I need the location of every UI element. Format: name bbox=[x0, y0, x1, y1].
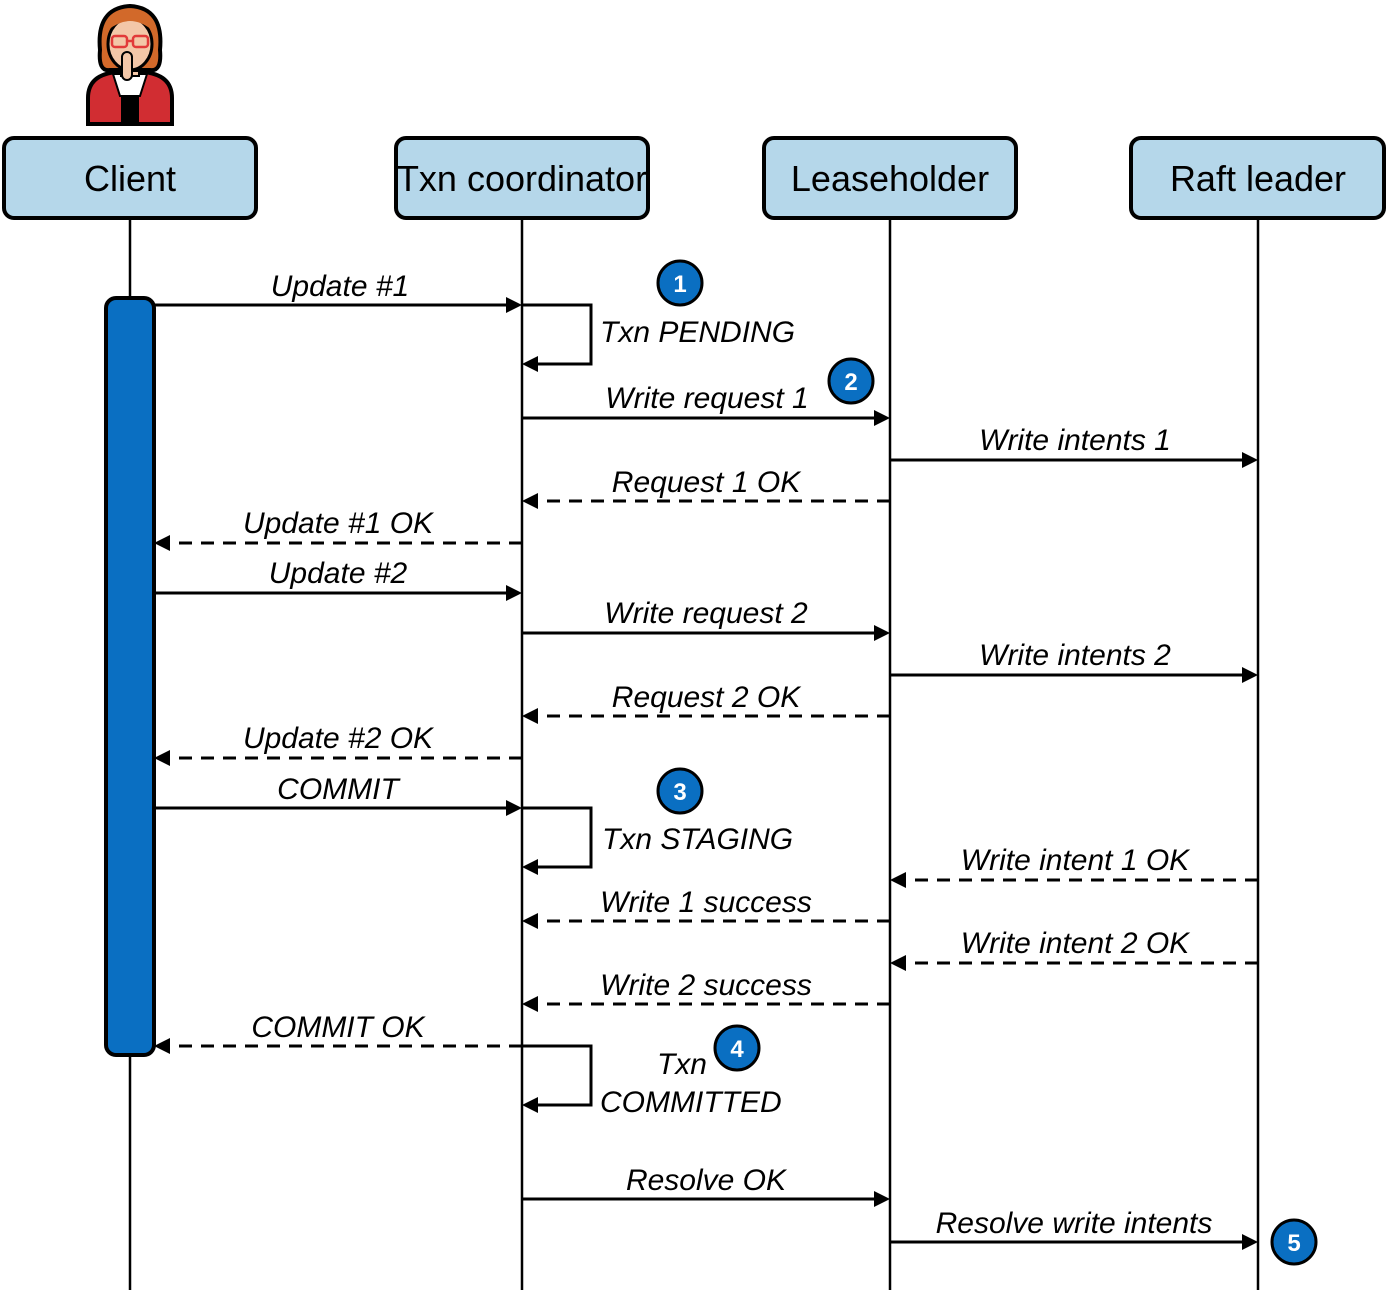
message-update-2: Update #2 bbox=[154, 557, 522, 601]
svg-text:2: 2 bbox=[844, 369, 857, 396]
message-label: Request 1 OK bbox=[612, 466, 802, 499]
message-write-request-1: Write request 1 bbox=[522, 382, 890, 426]
self-loop-label: Txn STAGING bbox=[602, 823, 793, 856]
message-label: Write 2 success bbox=[600, 969, 812, 1002]
participant-label-leaseholder: Leaseholder bbox=[791, 158, 989, 199]
client-activation-bar bbox=[104, 296, 156, 1057]
message-label: Update #2 bbox=[269, 557, 408, 590]
message-label: Write intent 2 OK bbox=[961, 927, 1191, 960]
message-write-request-2: Write request 2 bbox=[522, 597, 890, 641]
message-label: Write 1 success bbox=[600, 886, 812, 919]
step-badge-5: 5 bbox=[1270, 1218, 1318, 1266]
step-badge-1: 1 bbox=[656, 259, 704, 307]
message-label: Resolve OK bbox=[626, 1164, 788, 1197]
message-label: Write intents 2 bbox=[979, 639, 1171, 672]
message-commit: COMMIT bbox=[154, 773, 522, 816]
message-commit-ok: COMMIT OK bbox=[154, 1011, 522, 1054]
message-label: COMMIT bbox=[277, 773, 401, 806]
message-write-intents-2: Write intents 2 bbox=[890, 639, 1258, 683]
message-update-1: Update #1 bbox=[154, 270, 522, 313]
step-badge-3: 3 bbox=[656, 767, 704, 815]
svg-text:5: 5 bbox=[1287, 1230, 1300, 1257]
participant-client: Client bbox=[2, 136, 258, 220]
self-loop-label: Txn PENDING bbox=[600, 316, 795, 349]
participant-label-client: Client bbox=[84, 158, 176, 199]
message-label: Request 2 OK bbox=[612, 681, 802, 714]
self-loop-label-line-2: COMMITTED bbox=[600, 1086, 782, 1119]
svg-text:3: 3 bbox=[673, 779, 686, 806]
svg-text:1: 1 bbox=[673, 271, 686, 298]
message-write-intent-1-ok: Write intent 1 OK bbox=[890, 844, 1258, 888]
message-label: COMMIT OK bbox=[251, 1011, 426, 1044]
message-resolve-ok: Resolve OK bbox=[522, 1164, 890, 1207]
message-write-2-success: Write 2 success bbox=[522, 969, 890, 1012]
step-badge-2: 2 bbox=[827, 357, 875, 405]
svg-text:4: 4 bbox=[730, 1036, 744, 1063]
self-loop-txn-committed: Txn COMMITTED bbox=[522, 1044, 782, 1119]
message-label: Write intents 1 bbox=[979, 424, 1171, 457]
woman-avatar-icon bbox=[86, 3, 174, 126]
self-loop-txn-staging: Txn STAGING bbox=[522, 806, 793, 875]
participant-label-txn-coordinator: Txn coordinator bbox=[397, 158, 647, 199]
message-update-1-ok: Update #1 OK bbox=[154, 507, 522, 551]
message-write-intents-1: Write intents 1 bbox=[890, 424, 1258, 468]
message-request-2-ok: Request 2 OK bbox=[522, 681, 890, 724]
message-label: Write request 2 bbox=[604, 597, 808, 630]
participant-txn-coordinator: Txn coordinator bbox=[394, 136, 650, 220]
message-label: Resolve write intents bbox=[936, 1207, 1213, 1240]
self-loop-label-line-1: Txn bbox=[657, 1048, 707, 1081]
message-label: Update #1 OK bbox=[243, 507, 435, 540]
participant-leaseholder: Leaseholder bbox=[762, 136, 1018, 220]
self-loop-txn-pending: Txn PENDING bbox=[522, 303, 795, 372]
message-write-intent-2-ok: Write intent 2 OK bbox=[890, 927, 1258, 971]
step-badge-4: 4 bbox=[713, 1024, 761, 1072]
message-update-2-ok: Update #2 OK bbox=[154, 722, 522, 766]
message-label: Update #2 OK bbox=[243, 722, 435, 755]
message-request-1-ok: Request 1 OK bbox=[522, 466, 890, 509]
participant-label-raft-leader: Raft leader bbox=[1170, 158, 1346, 199]
message-write-1-success: Write 1 success bbox=[522, 886, 890, 929]
message-resolve-write-intents: Resolve write intents bbox=[890, 1207, 1258, 1250]
participant-raft-leader: Raft leader bbox=[1129, 136, 1386, 220]
message-label: Write intent 1 OK bbox=[961, 844, 1191, 877]
message-label: Write request 1 bbox=[605, 382, 808, 415]
message-label: Update #1 bbox=[271, 270, 409, 303]
